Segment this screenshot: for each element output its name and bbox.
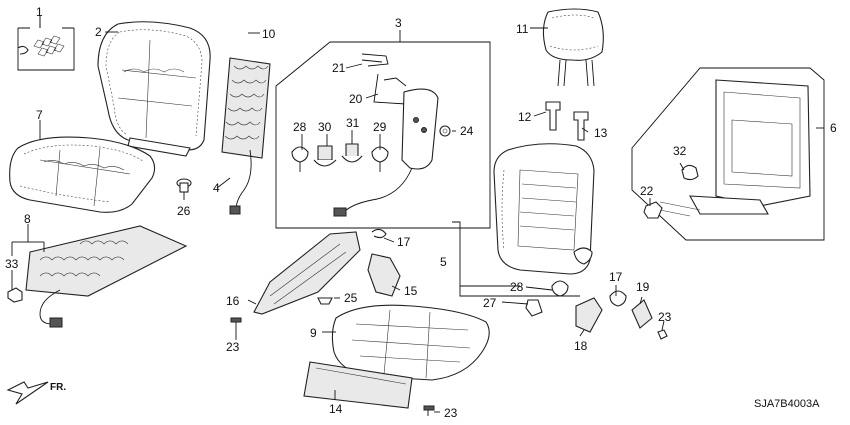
callout-16: 16 <box>226 294 240 308</box>
callout-31: 31 <box>346 116 360 130</box>
callout-13: 13 <box>594 126 608 140</box>
callout-33: 33 <box>5 257 19 271</box>
callout-11: 11 <box>516 22 529 36</box>
callout-28-upper: 28 <box>293 120 307 134</box>
part-16-side-trim <box>253 231 361 315</box>
callout-4: 4 <box>213 181 220 195</box>
callout-2: 2 <box>95 25 102 39</box>
callout-1: 1 <box>36 5 43 19</box>
callout-17-upper: 17 <box>397 235 411 249</box>
callout-9: 9 <box>310 326 317 340</box>
callout-32: 32 <box>673 144 687 158</box>
part-11-headrest <box>542 8 604 87</box>
callout-12: 12 <box>518 110 532 124</box>
parts-17-18-19-27-28-clips <box>525 280 668 340</box>
callout-8: 8 <box>24 212 31 226</box>
callout-23-right: 23 <box>658 310 672 324</box>
catalog-code: SJA7B4003A <box>754 398 820 410</box>
callout-28-right: 28 <box>510 280 524 294</box>
part-15-bracket <box>367 228 401 297</box>
callout-labels: 1 2 3 4 5 6 7 8 9 10 11 12 13 14 15 16 1… <box>5 5 837 420</box>
callout-25: 25 <box>344 291 358 305</box>
part-8-seat-cushion-heater <box>7 225 188 328</box>
callout-23-left: 23 <box>226 340 240 354</box>
callout-6: 6 <box>830 121 837 135</box>
part-14-front-trim <box>303 361 413 409</box>
callout-10: 10 <box>262 27 276 41</box>
callout-22: 22 <box>640 184 654 198</box>
callout-18: 18 <box>574 339 588 353</box>
part-1-spring-clip-kit <box>17 16 75 71</box>
part-9-seat-cushion-pad <box>331 304 490 381</box>
part-4-seat-back-heater <box>221 57 271 215</box>
callout-23-bottom: 23 <box>444 406 458 420</box>
callout-27: 27 <box>483 296 497 310</box>
callout-7: 7 <box>36 108 43 122</box>
part-23-screws <box>230 317 435 416</box>
part-26-grommet <box>176 178 192 193</box>
part-25-clip <box>317 297 333 305</box>
callout-19: 19 <box>636 280 650 294</box>
callout-30: 30 <box>318 120 332 134</box>
callout-20: 20 <box>349 92 363 106</box>
direction-label: FR. <box>50 382 66 393</box>
callout-3: 3 <box>395 16 402 30</box>
part-5-seat-back-pad <box>452 143 595 297</box>
leader-lines <box>11 17 685 413</box>
front-direction-arrow: FR. <box>6 381 66 405</box>
part-3-harness-group <box>275 30 491 229</box>
part-12-13-headrest-guides <box>545 101 589 141</box>
part-6-seat-back-frame <box>631 67 825 241</box>
callout-17-right: 17 <box>609 270 623 284</box>
callout-21: 21 <box>332 61 346 75</box>
callout-15: 15 <box>404 284 418 298</box>
callout-29: 29 <box>373 120 387 134</box>
callout-5: 5 <box>440 255 447 269</box>
callout-26: 26 <box>177 204 191 218</box>
callout-24: 24 <box>460 124 474 138</box>
callout-14: 14 <box>329 402 343 416</box>
part-24-cap <box>439 125 451 137</box>
part-7-seat-cushion-cover <box>9 136 156 213</box>
part-2-seat-back-cover <box>97 21 211 157</box>
